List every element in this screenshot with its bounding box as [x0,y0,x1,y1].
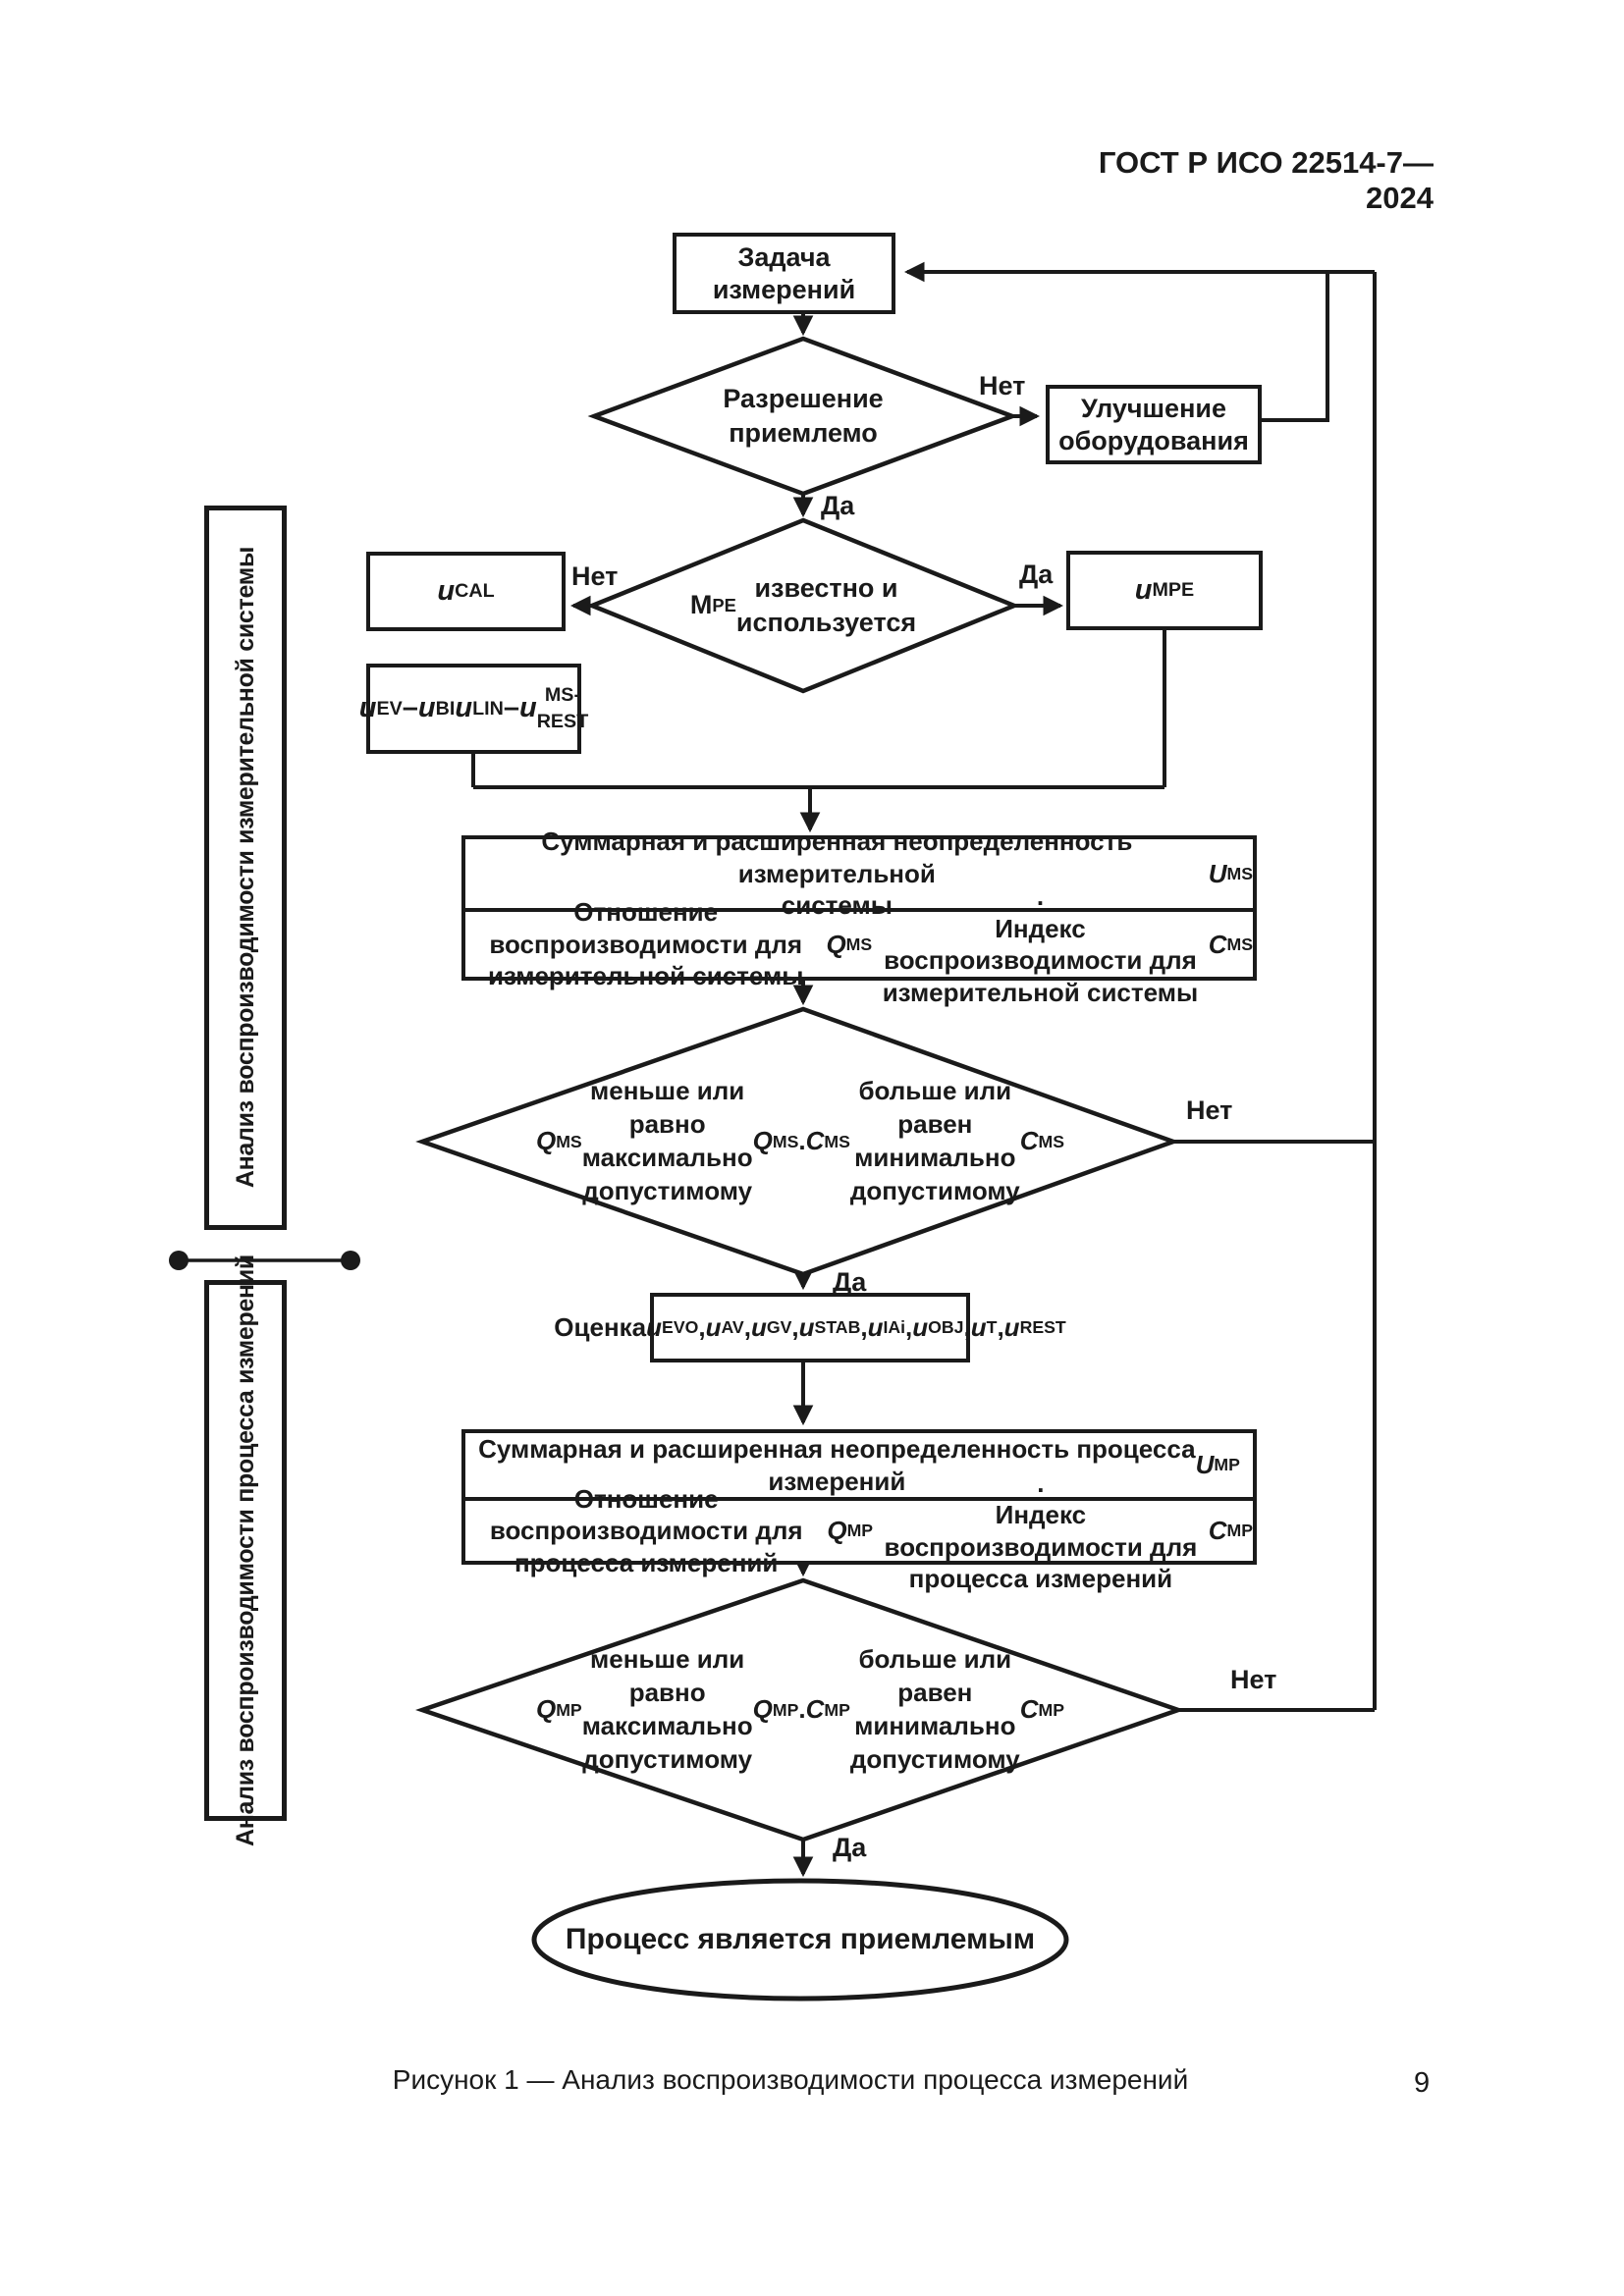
label-yes-mpe: Да [1019,560,1054,589]
node-improve-equipment: Улучшение оборудования [1046,385,1262,464]
page-number: 9 [1414,2067,1431,2099]
ms-uncertainty-text: Суммарная и расширенная неопределенность… [541,827,1253,921]
mp-uncertainty-text: Суммарная и расширенная неопределенность… [478,1434,1240,1496]
decision-mp-shape [415,1577,1185,1842]
node-task: Задача измерений [673,233,895,314]
label-yes-mp-check: Да [833,1833,867,1862]
improve-to-loop-line [1262,274,1329,422]
decision-mpe-shape [586,517,1020,694]
ms-ratio-index-text: Отношение воспроизводимости для измерите… [465,881,1253,1007]
mp-ratio-index-text: Отношение воспроизводимости для процесса… [465,1468,1253,1593]
divider-dumbbell [169,1251,360,1270]
node-mp-uncertainty: Суммарная и расширенная неопределенность… [461,1429,1257,1593]
label-no-ms-check: Нет [1186,1095,1233,1125]
label-no-mpe: Нет [571,561,619,591]
label-no-mp-check: Нет [1230,1665,1277,1694]
terminal-ellipse-shape [531,1878,1069,2002]
label-no-resolution: Нет [979,371,1026,400]
figure-caption: Рисунок 1 — Анализ воспроизводимости про… [392,2064,1189,2095]
side-label-measurement-process: Анализ воспроизводимости процесса измере… [204,1255,287,1846]
label-yes-ms-check: Да [833,1267,867,1297]
decision-ms-shape [415,1006,1180,1277]
side-label-measuring-system: Анализ воспроизводимости измерительной с… [204,506,287,1230]
terminal-process-acceptable: Процесс является приемлемым [565,1923,1036,1955]
decision-resolution-shape [587,336,1019,497]
side-label-measuring-system-text: Анализ воспроизводимости измерительной с… [231,547,259,1189]
decision-resolution-text: Разрешение приемлемо [723,383,884,448]
label-yes-resolution: Да [821,491,855,520]
side-label-measurement-process-text: Анализ воспроизводимости процесса измере… [231,1254,259,1847]
document-header: ГОСТ Р ИСО 22514-7—2024 [1098,145,1434,215]
node-ms-uncertainty: Суммарная и расширенная неопределенность… [461,827,1257,1007]
